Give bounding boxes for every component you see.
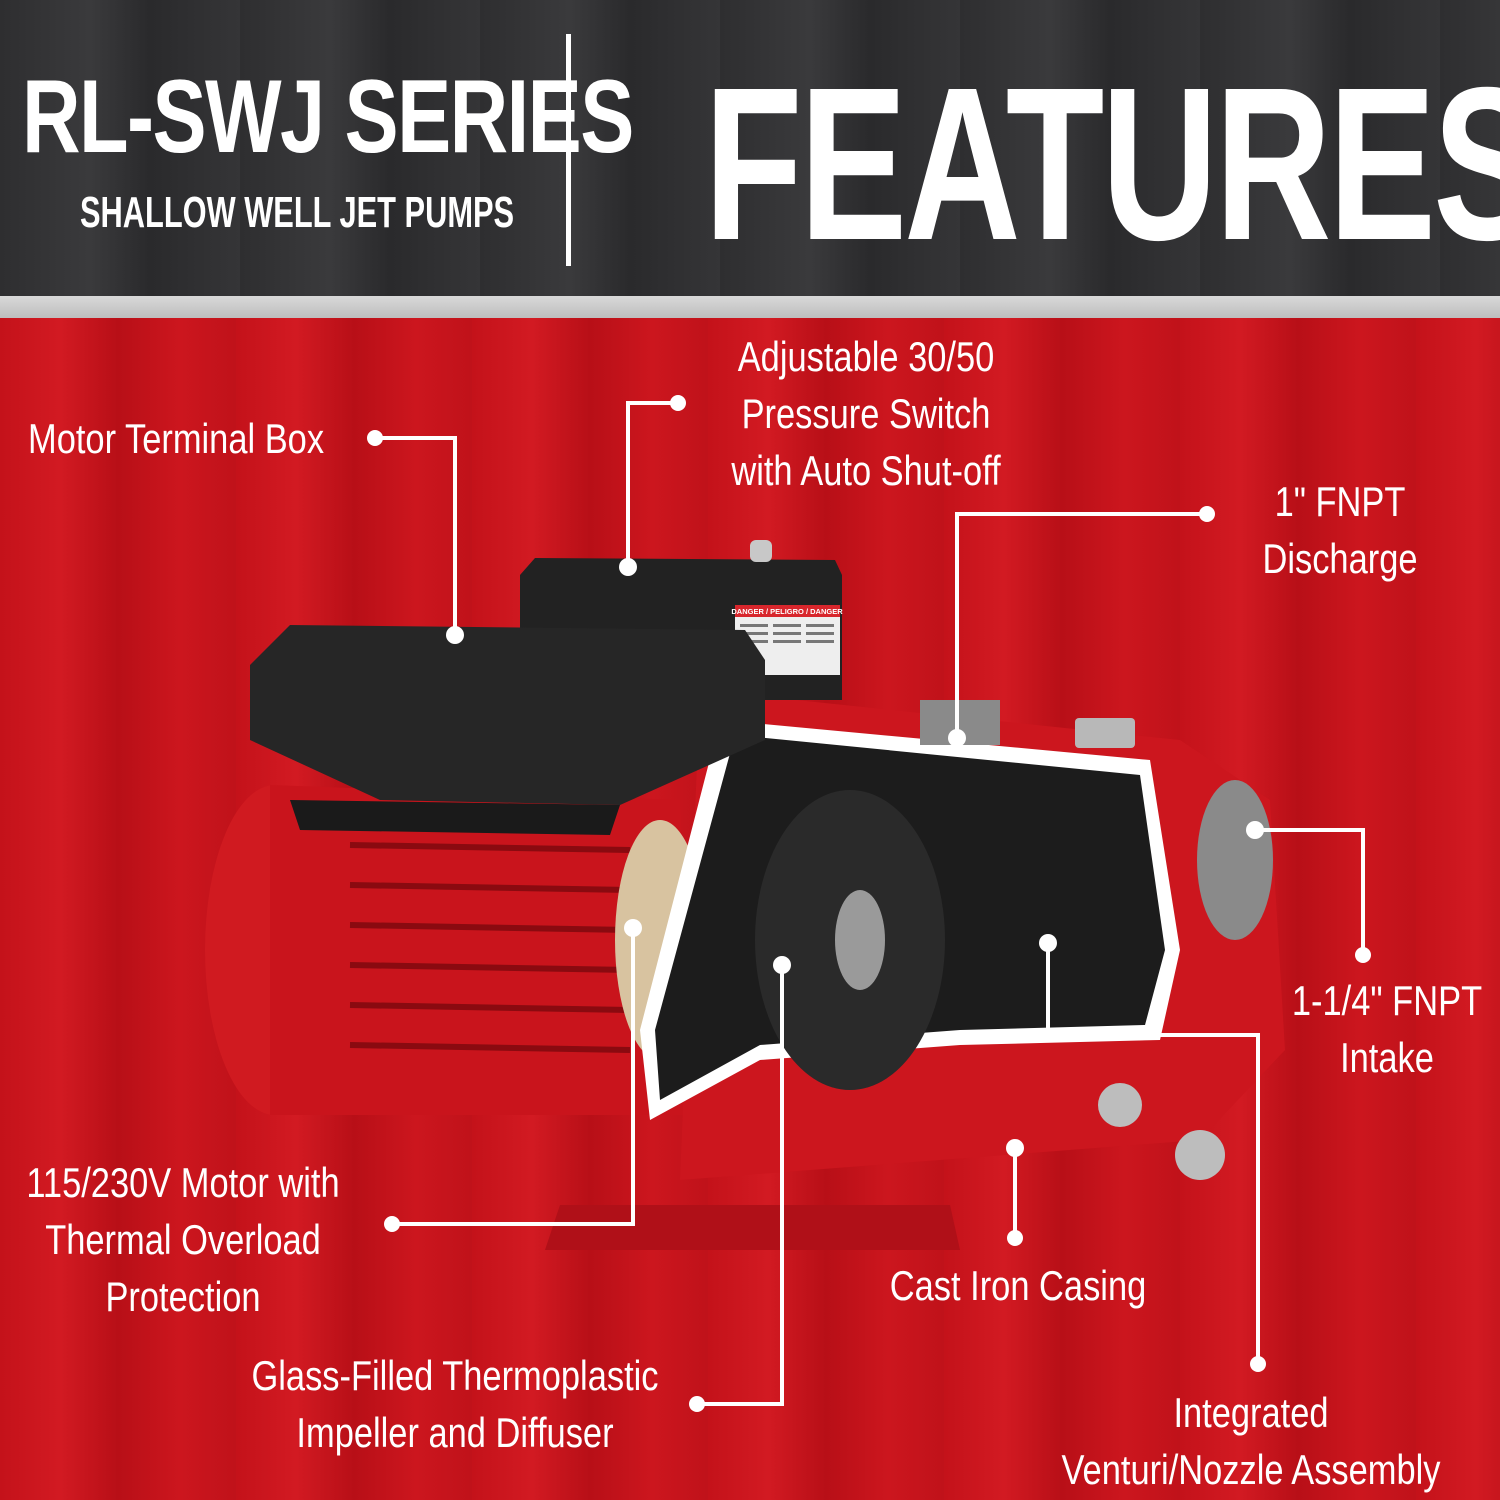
priming-plug	[1075, 718, 1135, 748]
intake-port	[1197, 780, 1273, 940]
features-title: FEATURES	[704, 43, 1500, 286]
shaft-seal	[835, 890, 885, 990]
series-title: RL-SWJ SERIES	[22, 59, 634, 175]
callout-impeller-line: Impeller and Diffuser	[296, 1409, 614, 1456]
callout-pressure-switch-line: with Auto Shut-off	[731, 447, 1001, 494]
callout-motor-line: Thermal Overload	[45, 1216, 321, 1263]
callout-discharge-line: 1" FNPT	[1274, 478, 1406, 525]
series-subtitle: SHALLOW WELL JET PUMPS	[80, 188, 515, 237]
motor-fins	[349, 842, 631, 1053]
callout-discharge: 1" FNPT Discharge	[1217, 473, 1463, 587]
callout-impeller: Glass-Filled Thermoplastic Impeller and …	[250, 1347, 660, 1461]
callout-venturi-line: Integrated	[1173, 1389, 1329, 1436]
motor-body	[270, 785, 690, 1115]
pump-base	[545, 1205, 960, 1250]
callout-pressure-switch-line: Pressure Switch	[741, 390, 991, 437]
callout-dots	[367, 395, 1371, 1412]
callout-discharge-line: Discharge	[1262, 535, 1418, 582]
casing-bolt	[1175, 1130, 1225, 1180]
casing-bolt	[1098, 1083, 1142, 1127]
callout-venturi-line: Venturi/Nozzle Assembly	[1061, 1446, 1441, 1493]
warning-label-text: DANGER / PELIGRO / DANGER	[731, 607, 843, 616]
pressure-adjust-screw	[750, 540, 772, 562]
warning-label-header	[735, 605, 840, 617]
callout-impeller-line: Glass-Filled Thermoplastic	[251, 1352, 659, 1399]
callout-motor-terminal-box: Motor Terminal Box	[28, 415, 325, 462]
callout-casing: Cast Iron Casing	[889, 1262, 1147, 1309]
callout-motor-line: Protection	[105, 1273, 261, 1320]
callout-motor: 115/230V Motor with Thermal Overload Pro…	[19, 1154, 347, 1325]
callout-pressure-switch: Adjustable 30/50 Pressure Switch with Au…	[702, 328, 1030, 499]
callout-pressure-switch-line: Adjustable 30/50	[737, 333, 995, 380]
header-divider-stripe	[0, 296, 1500, 318]
header-banner	[0, 0, 1500, 296]
callout-intake-line: Intake	[1340, 1034, 1434, 1081]
callout-intake: 1-1/4" FNPT Intake	[1264, 972, 1500, 1086]
callout-intake-line: 1-1/4" FNPT	[1291, 977, 1483, 1024]
motor-terminal-box	[250, 625, 765, 805]
warning-label-fine-print	[740, 624, 834, 643]
callout-motor-line: 115/230V Motor with	[26, 1159, 340, 1206]
title-divider	[566, 34, 571, 266]
callout-venturi: Integrated Venturi/Nozzle Assembly	[1046, 1384, 1456, 1498]
callout-lines	[375, 401, 1365, 1406]
